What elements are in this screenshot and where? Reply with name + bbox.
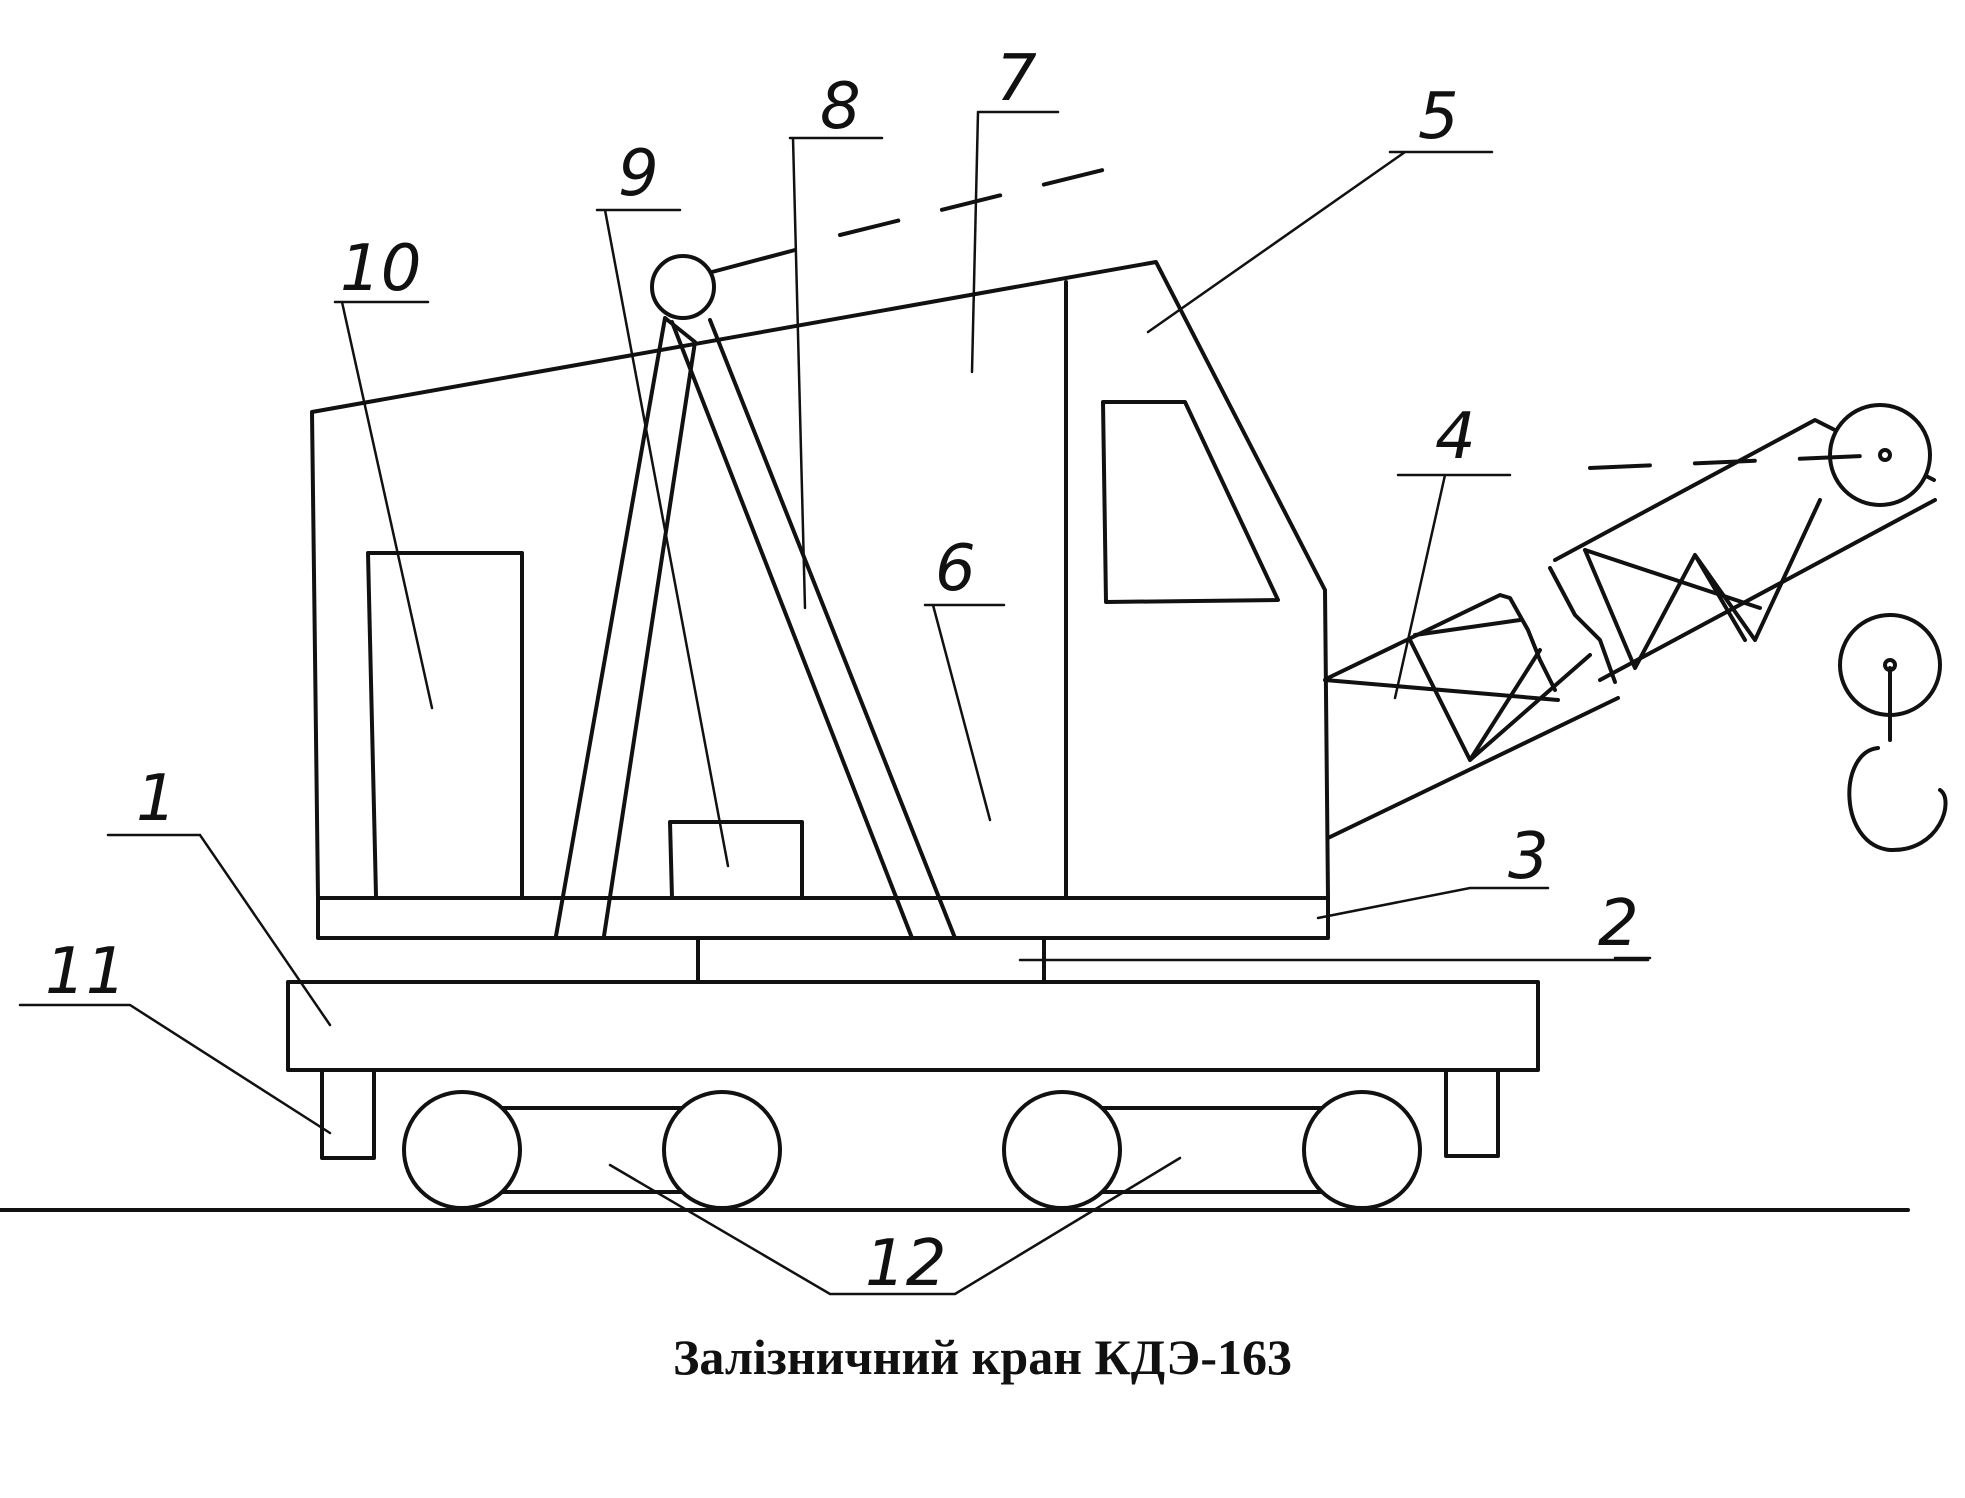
label-4: 4 [1435,400,1476,474]
label-1: 1 [136,762,177,836]
bogie-right [1002,1090,1422,1210]
cabin-door [366,551,524,898]
diagram-caption: Залізничний кран КДЭ-163 [673,1329,1292,1385]
boom-lattice [1323,418,1937,840]
label-2: 2 [1598,887,1639,961]
label-8: 8 [820,70,861,144]
bogie-left [402,1090,782,1210]
boom-rope-dashed [1588,453,1887,470]
platform-frame [286,980,1540,1072]
hook [1847,666,1948,853]
outrigger-left [320,1068,376,1160]
label-6: 6 [935,532,976,606]
label-10: 10 [340,232,421,306]
turntable-beam [316,896,1330,940]
label-7: 7 [996,42,1037,116]
label-9: 9 [618,137,659,211]
a-frame-sheave [650,254,716,320]
cab-window [1101,400,1280,604]
label-11: 11 [45,935,126,1009]
label-3: 3 [1508,820,1549,894]
pendant-line [710,248,797,274]
a-frame [554,316,957,940]
outrigger-right [1444,1068,1500,1158]
pendant-dashed [838,160,1137,237]
cabin-body [310,260,1330,900]
label-5: 5 [1418,80,1459,154]
slewing-ring [696,936,1650,984]
leader-lines [18,110,1652,1296]
counterweight [668,820,804,900]
label-12: 12 [865,1227,946,1301]
